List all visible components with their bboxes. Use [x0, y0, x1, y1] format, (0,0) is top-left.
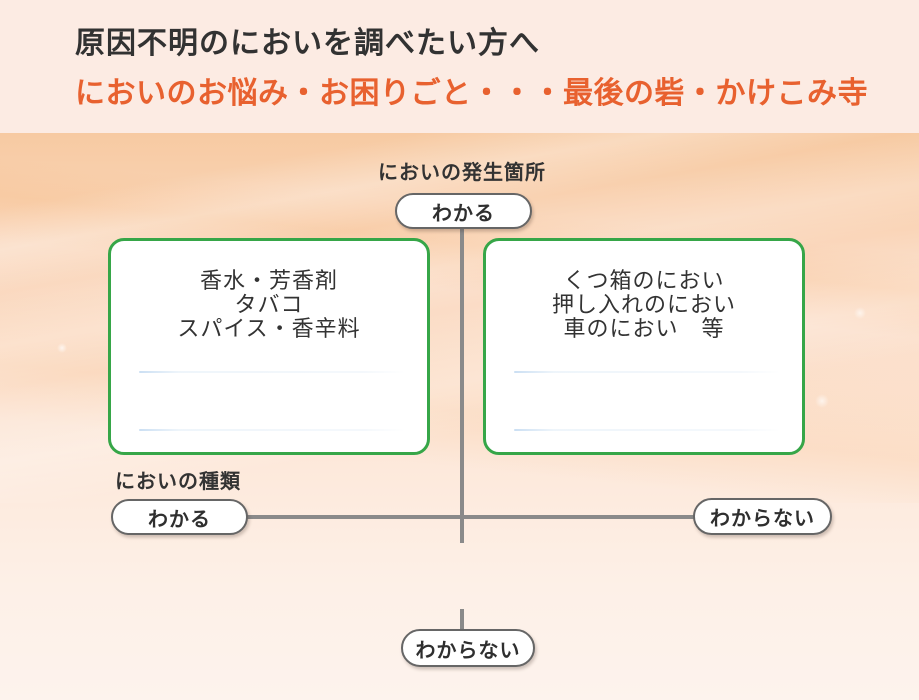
axis-pill-top: わかる: [395, 193, 532, 229]
quadrant-box-known-type-known-source: 香水・芳香剤 タバコ スパイス・香辛料: [108, 238, 430, 455]
decorative-faint-line: [139, 371, 405, 373]
vertical-axis-line-lower-segment: [460, 609, 464, 630]
quadrant-right-line-3: 車のにおい 等: [563, 316, 725, 341]
quadrant-left-text: 香水・芳香剤 タバコ スパイス・香辛料: [111, 269, 427, 341]
quadrant-left-line-3: スパイス・香辛料: [177, 316, 361, 341]
quadrant-left-line-2: タバコ: [234, 292, 304, 317]
horizontal-axis-label: においの種類: [115, 471, 241, 493]
decorative-faint-line: [514, 429, 780, 431]
page-title: 原因不明のにおいを調べたい方へ: [75, 27, 540, 60]
quadrant-left-line-1: 香水・芳香剤: [199, 268, 338, 293]
axis-pill-left: わかる: [111, 499, 248, 535]
axis-pill-bottom: わからない: [401, 629, 535, 667]
page-subtitle: においのお悩み・お困りごと・・・最後の砦・かけこみ寺: [75, 77, 868, 110]
horizontal-axis-line: [247, 515, 694, 519]
decorative-faint-line: [514, 371, 780, 373]
quadrant-box-unknown-type-known-source: くつ箱のにおい 押し入れのにおい 車のにおい 等: [483, 238, 805, 455]
axis-pill-right: わからない: [693, 498, 832, 535]
vertical-axis-label: においの発生箇所: [378, 162, 546, 184]
quadrant-right-text: くつ箱のにおい 押し入れのにおい 車のにおい 等: [486, 269, 802, 341]
quadrant-right-line-1: くつ箱のにおい: [563, 268, 725, 293]
quadrant-right-line-2: 押し入れのにおい: [551, 292, 736, 317]
decorative-faint-line: [139, 429, 405, 431]
vertical-axis-line: [460, 228, 464, 543]
